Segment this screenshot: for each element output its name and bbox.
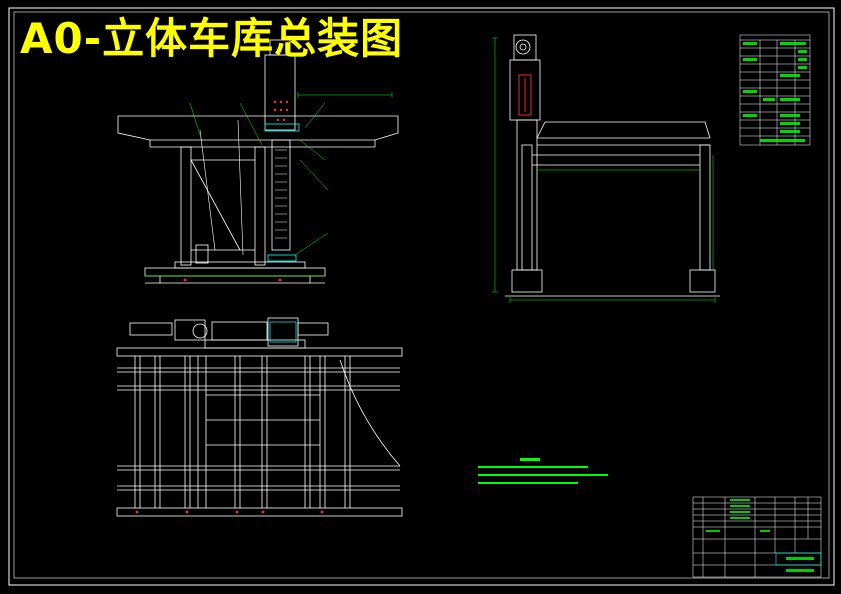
side-view [505, 34, 720, 297]
outer-frame [8, 7, 835, 586]
inner-frame [13, 11, 830, 579]
parameter-table-fill [743, 42, 807, 142]
front-view [117, 39, 399, 284]
top-view-cyan [269, 321, 297, 343]
front-view-cyan [264, 123, 300, 262]
top-view-markers [135, 510, 324, 514]
drawing-title: A0-立体车库总装图 [20, 14, 404, 63]
title-block-accent [775, 552, 822, 566]
parameter-table [739, 34, 811, 146]
technical-notes [478, 458, 608, 484]
title-block [692, 496, 822, 578]
front-view-markers [183, 100, 289, 282]
front-view-dimensions [145, 92, 393, 277]
title-block-fill [706, 499, 814, 572]
top-view [116, 317, 403, 517]
side-view-dimensions [492, 37, 716, 303]
side-view-red [518, 74, 532, 116]
